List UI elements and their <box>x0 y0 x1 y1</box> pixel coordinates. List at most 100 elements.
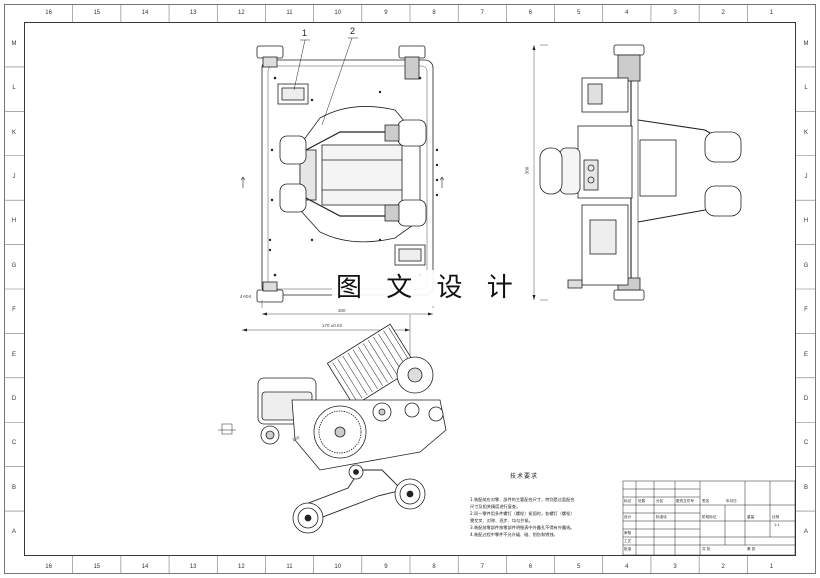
grid-column-label: 14 <box>141 564 149 570</box>
front-width-dimension: 170 ±0.03 <box>322 323 342 328</box>
grid-row-label: H <box>803 218 809 225</box>
grid-row-label: G <box>803 262 809 269</box>
grid-column-label: 4 <box>625 564 629 570</box>
note-line: 2.同一零件用多件螺钉（螺栓）紧固时，各螺钉（螺栓） <box>470 511 575 516</box>
grid-row-label: F <box>804 307 808 314</box>
top-width-dimension: 300 <box>338 308 346 313</box>
watermark-text: 图 文 设 计 <box>332 270 525 306</box>
battery-rib <box>337 359 363 399</box>
tb-label: 分区 <box>656 499 664 503</box>
grid-column-label: 6 <box>528 10 533 16</box>
grid-column-label: 1 <box>769 564 774 570</box>
grid-column-label: 8 <box>432 10 436 16</box>
grid-column-label: 13 <box>189 10 197 16</box>
grid-column-label: 16 <box>45 564 52 570</box>
grid-column-label: 3 <box>673 564 677 570</box>
hole-diameter-dimension: 4×Φ4 <box>240 294 252 299</box>
grid-row-label: M <box>803 40 809 47</box>
balloon-2: 2 <box>350 26 356 36</box>
note-line: 4.装配过程中零件不允许磕、碰、划伤和锈蚀。 <box>470 532 558 537</box>
battery-rib <box>332 362 358 402</box>
grid-column-label: 14 <box>141 10 149 16</box>
grid-row-label: K <box>803 129 808 136</box>
grid-row-label: G <box>11 262 17 269</box>
grid-column-label: 7 <box>480 564 484 570</box>
top-view <box>240 37 445 316</box>
grid-column-label: 9 <box>384 564 388 570</box>
grid-row-label: D <box>803 396 809 403</box>
grid-row-label: B <box>11 484 16 491</box>
tb-label: 比例 <box>772 515 780 519</box>
grid-column-label: 15 <box>93 10 101 16</box>
notes-title: 技术要求 <box>510 473 539 480</box>
note-line: 需交叉、对称、逐步、均匀拧紧。 <box>470 518 533 523</box>
grid-row-label: A <box>803 529 808 536</box>
tb-label: 处数 <box>638 499 646 503</box>
note-line: 1.装配前应对零、部件的主要配合尺寸，特别是过盈配合 <box>470 497 575 502</box>
battery-rib <box>352 349 378 389</box>
grid-row-label: J <box>12 173 16 180</box>
side-view <box>532 44 742 301</box>
grid-column-label: 12 <box>238 564 245 570</box>
grid-row-label: C <box>803 440 809 447</box>
grid-column-label: 2 <box>721 564 725 570</box>
tb-label: 批准 <box>624 547 632 551</box>
grid-column-label: 13 <box>189 564 197 570</box>
grid-row-label: E <box>803 351 808 358</box>
grid-row-label: L <box>12 85 16 92</box>
grid-column-label: 7 <box>480 10 484 16</box>
grid-row-label: C <box>11 440 17 447</box>
grid-column-label: 6 <box>528 564 533 570</box>
tb-label: 设计 <box>624 515 632 519</box>
battery-rib <box>347 352 373 393</box>
battery-rib <box>342 355 368 396</box>
note-line: 3.装配前零部件按零部件明细表中外露孔不得有外露线。 <box>470 525 575 530</box>
grid-column-label: 5 <box>576 10 581 16</box>
tb-ratio: 1:1 <box>774 523 780 527</box>
battery-rib <box>368 340 393 380</box>
grid-column-label: 9 <box>384 10 388 16</box>
battery-rib <box>373 336 398 377</box>
tb-label: 签名 <box>702 499 710 503</box>
battery-rib <box>362 343 388 383</box>
front-view <box>218 315 447 534</box>
grid-column-label: 4 <box>625 10 629 16</box>
grid-row-label: J <box>804 173 808 180</box>
tb-label: 阶段标记 <box>702 515 717 519</box>
grid-column-label: 3 <box>673 10 677 16</box>
tb-label: 更改文件号 <box>676 499 694 503</box>
title-block-lines <box>622 480 796 556</box>
grid-column-label: 10 <box>334 10 342 16</box>
note-line: 尺寸及相关精度进行复查。 <box>470 504 521 509</box>
grid-column-label: 10 <box>334 564 342 570</box>
grid-row-label: E <box>11 351 16 358</box>
balloon-1: 1 <box>302 28 308 38</box>
grid-row-label: D <box>11 396 17 403</box>
grid-row-label: M <box>11 40 17 47</box>
grid-column-label: 12 <box>238 10 245 16</box>
grid-column-label: 15 <box>93 564 101 570</box>
grid-row-label: L <box>804 85 808 92</box>
grid-row-label: H <box>11 218 17 225</box>
tb-label: 重量 <box>747 515 755 519</box>
grid-row-label: F <box>12 307 16 314</box>
tb-label: 年月日 <box>726 499 737 503</box>
grid-column-label: 11 <box>286 10 293 16</box>
grid-column-label: 5 <box>576 564 581 570</box>
tb-label: 工艺 <box>624 539 632 543</box>
tb-label: 审核 <box>624 531 632 535</box>
grid-row-label: B <box>803 484 808 491</box>
side-height-dimension: 300 <box>524 166 530 175</box>
tb-label: 共 张 <box>702 547 711 551</box>
grid-column-label: 1 <box>769 10 774 16</box>
grid-column-label: 8 <box>432 564 436 570</box>
battery-rib <box>357 346 383 386</box>
grid-column-label: 11 <box>286 564 293 570</box>
grid-column-label: 2 <box>721 10 725 16</box>
grid-row-label: A <box>11 529 16 536</box>
grid-row-label: K <box>11 129 16 136</box>
tb-label: 第 张 <box>747 547 756 551</box>
tb-label: 标记 <box>624 499 632 503</box>
